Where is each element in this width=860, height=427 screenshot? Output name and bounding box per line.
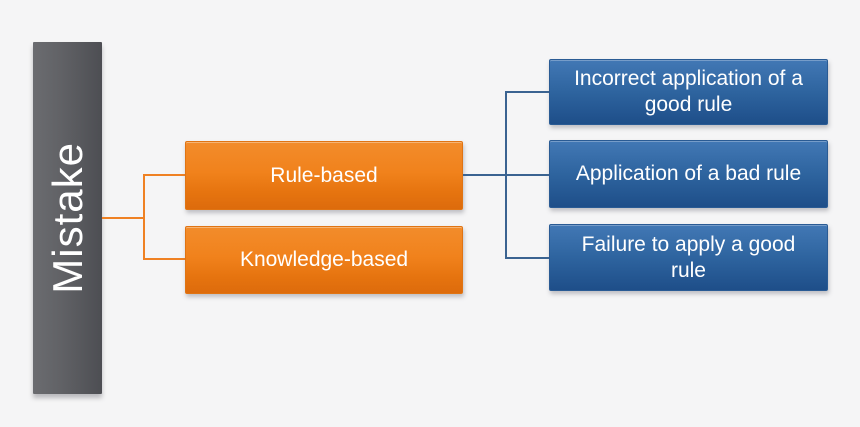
node-rule-based-label: Rule-based <box>270 163 378 187</box>
node-bad-rule: Application of a bad rule <box>549 140 828 208</box>
connector-failure-apply-stub <box>507 257 549 259</box>
node-failure-apply: Failure to apply a good rule <box>549 224 828 291</box>
connector-root-vertical <box>143 174 145 260</box>
connector-children-vertical <box>505 91 507 259</box>
connector-knowledge-based-stub <box>145 258 185 260</box>
connector-incorrect-application-stub <box>507 91 549 93</box>
node-incorrect-application-label: Incorrect application of a good rule <box>574 67 803 116</box>
node-knowledge-based: Knowledge-based <box>185 226 463 294</box>
node-incorrect-application: Incorrect application of a good rule <box>549 59 828 125</box>
connector-root-horizontal <box>102 217 145 219</box>
node-bad-rule-label: Application of a bad rule <box>575 162 802 185</box>
root-node-label: Mistake <box>43 142 91 294</box>
node-knowledge-based-label: Knowledge-based <box>239 248 409 271</box>
connector-rule-based-stub <box>145 174 185 176</box>
node-failure-apply-label: Failure to apply a good rule <box>581 232 796 282</box>
node-rule-based: Rule-based <box>185 141 463 210</box>
root-node-mistake: Mistake <box>33 42 102 394</box>
